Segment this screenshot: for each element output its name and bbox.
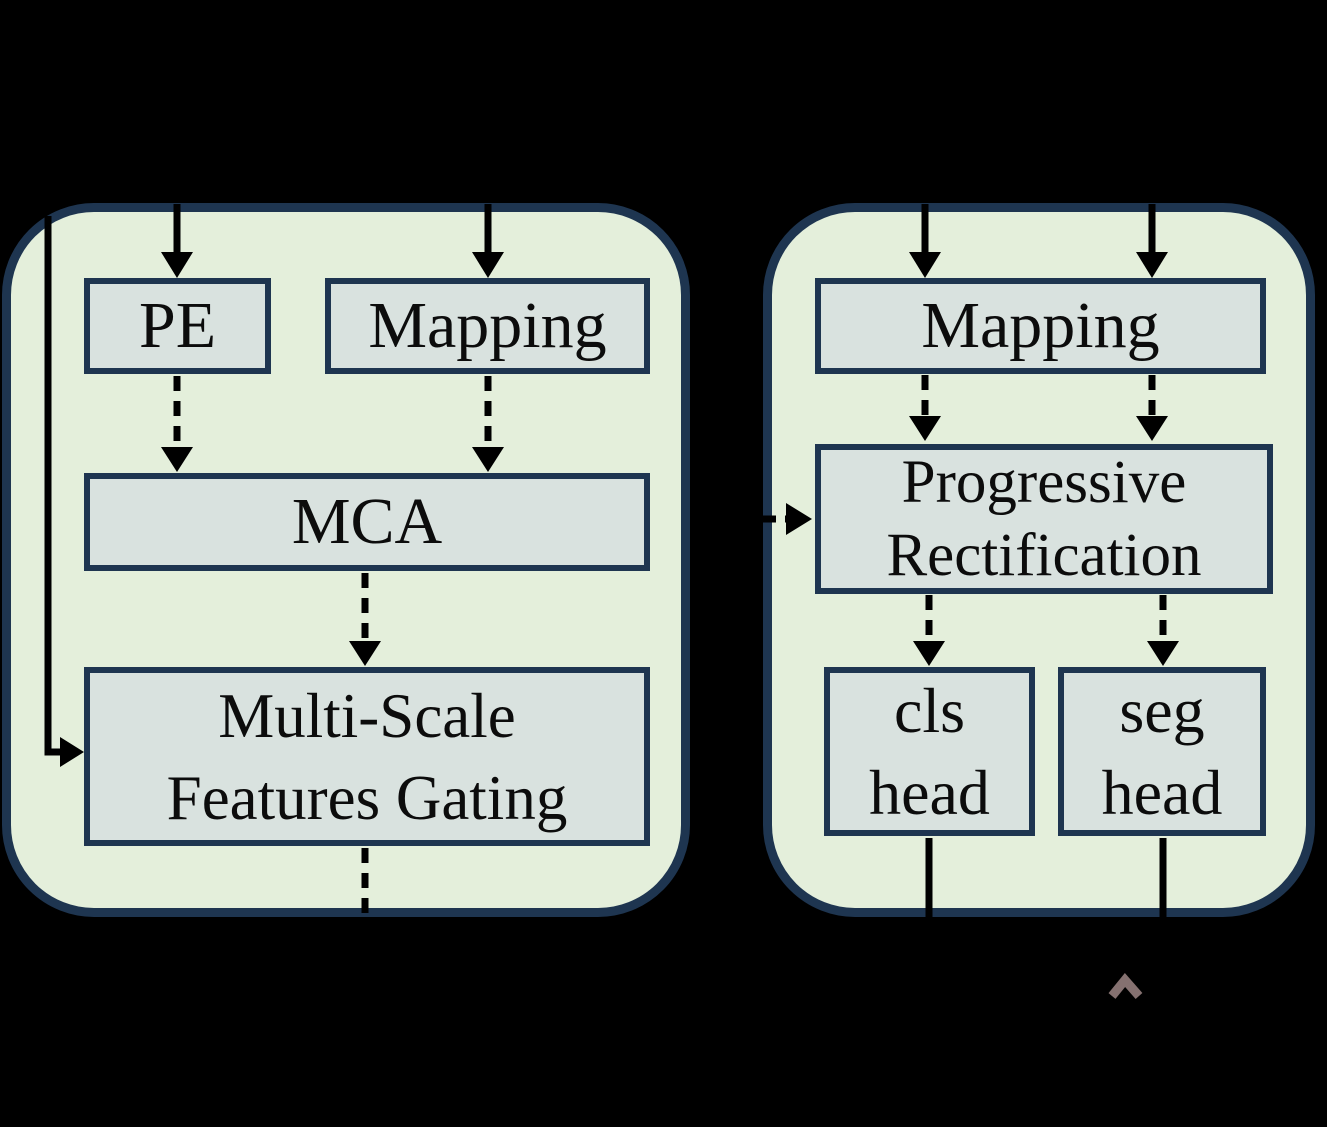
caret-up-icon <box>1108 973 1143 999</box>
seg-head-box: seg head <box>1058 667 1266 836</box>
mca-label: MCA <box>291 485 443 558</box>
progressive-rectification-box: Progressive Rectification <box>815 444 1273 594</box>
rectification-label-line1: Progressive <box>901 449 1187 516</box>
pe-label: PE <box>138 289 217 362</box>
mca-box: MCA <box>84 473 650 571</box>
gating-label-line2: Features Gating <box>166 762 568 833</box>
pe-box: PE <box>84 278 271 374</box>
mapping-left-box: Mapping <box>325 278 650 374</box>
cls-head-label-line1: cls <box>893 674 966 746</box>
multi-scale-features-gating-box: Multi-Scale Features Gating <box>84 667 650 846</box>
gating-label-line1: Multi-Scale <box>218 680 516 751</box>
seg-head-label-line1: seg <box>1119 674 1205 746</box>
seg-head-label-line2: head <box>1101 756 1223 828</box>
mapping-right-box: Mapping <box>815 278 1266 374</box>
mapping-left-label: Mapping <box>368 289 607 362</box>
cls-head-box: cls head <box>824 667 1035 836</box>
mapping-right-label: Mapping <box>921 289 1160 362</box>
rectification-label-line2: Rectification <box>886 522 1202 589</box>
cls-head-label-line2: head <box>869 756 990 828</box>
